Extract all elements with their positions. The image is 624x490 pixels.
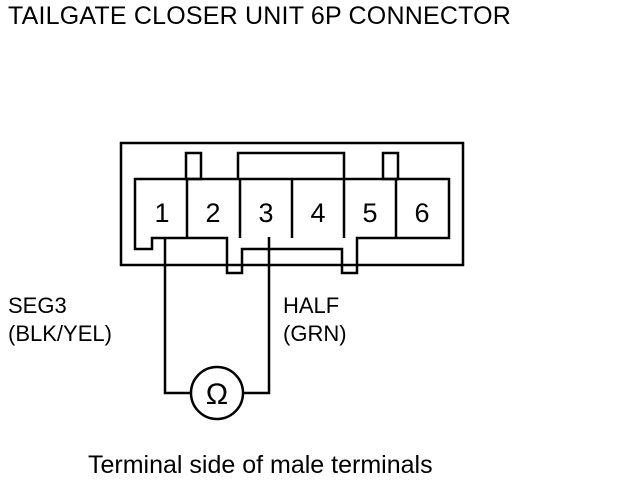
top-key-slot — [236, 151, 346, 179]
left-wire-name: SEG3 — [8, 293, 67, 318]
pin-number: 6 — [414, 198, 429, 228]
connector-housing — [119, 141, 465, 267]
right-wire-color: (GRN) — [283, 321, 347, 346]
ohmmeter-icon — [189, 365, 245, 421]
probe-wire-half — [244, 237, 271, 395]
pin-number: 4 — [310, 198, 325, 228]
diagram-caption: Terminal side of male terminals — [88, 451, 433, 479]
pin-number: 2 — [205, 198, 220, 228]
ohm-symbol: Ω — [206, 378, 228, 411]
pin-number: 1 — [154, 198, 169, 228]
locking-tab-right — [381, 151, 400, 181]
right-wire-label: HALF (GRN) — [283, 292, 347, 348]
pin-number: 3 — [258, 198, 273, 228]
diagram-title: TAILGATE CLOSER UNIT 6P CONNECTOR — [8, 2, 511, 30]
right-wire-name: HALF — [283, 293, 340, 318]
pin-number: 5 — [362, 198, 377, 228]
terminal-cavity — [133, 177, 451, 275]
probe-wire-seg3 — [163, 237, 190, 395]
left-wire-label: SEG3 (BLK/YEL) — [8, 292, 112, 348]
left-wire-color: (BLK/YEL) — [8, 321, 112, 346]
locking-tab-left — [184, 151, 203, 181]
